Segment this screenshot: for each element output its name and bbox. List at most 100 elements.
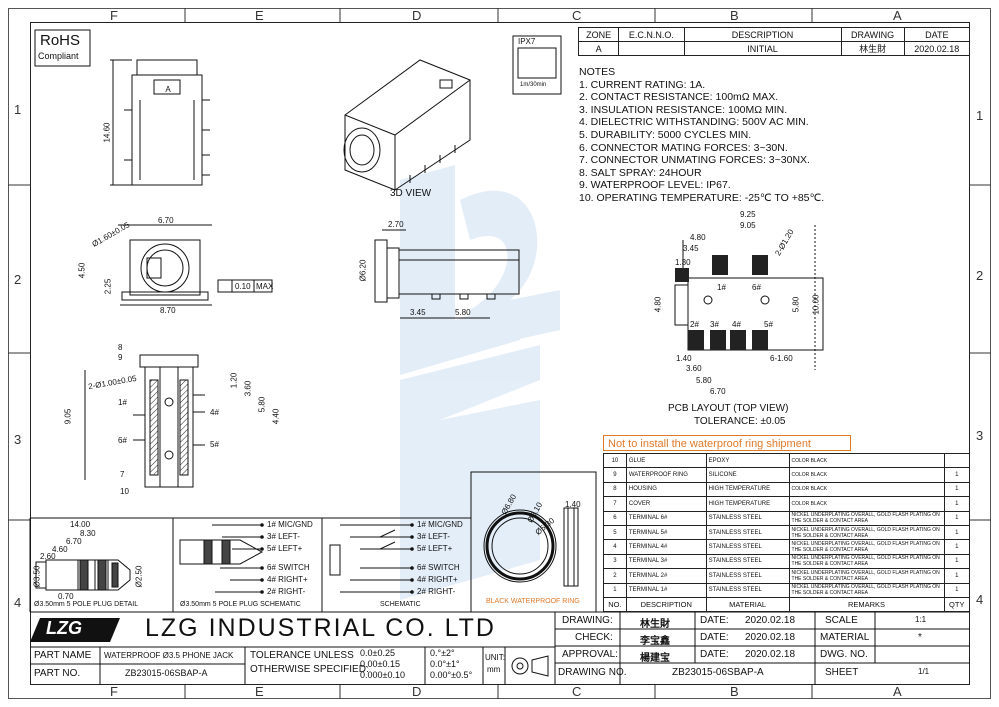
bom-desc: TERMINAL 1#	[625, 582, 707, 598]
3d-view	[343, 59, 471, 191]
check-label: CHECK:	[575, 632, 613, 643]
rev-h-drawing: DRAWING	[840, 27, 905, 42]
bom-qty: 1	[943, 568, 971, 584]
zone-left-2: 2	[14, 272, 22, 287]
dim-ring-1-40: 1.40	[565, 500, 581, 509]
dim-5-80: 5.80	[455, 308, 471, 317]
sch-2: 2# RIGHT-	[417, 587, 456, 596]
plug-sch-4: 4# RIGHT+	[267, 575, 308, 584]
dim-4-50: 4.50	[77, 262, 87, 279]
note-item: 3. INSULATION RESISTANCE: 100MΩ MIN.	[579, 103, 788, 116]
waterproof-warning: Not to install the waterproof ring shipm…	[603, 435, 851, 451]
tol-angle3: 0.00°±0.5°	[430, 670, 473, 680]
side-label-5: 5#	[210, 440, 219, 449]
side-label-8: 8	[118, 343, 123, 352]
bom-h-remarks: REMARKS	[788, 596, 945, 613]
label-waterproof-ring: BLACK WATERPROOF RING	[486, 598, 580, 605]
rev-ecn	[618, 41, 685, 56]
ipx-label: IPX7	[518, 37, 536, 46]
dim-5-80c: 5.80	[696, 376, 712, 385]
zone-top-d: D	[412, 8, 422, 23]
svg-text:A: A	[165, 85, 171, 94]
zone-top-e: E	[255, 8, 264, 23]
zone-top-a: A	[893, 8, 902, 23]
tolerance-line2: OTHERWISE SPECIFIED:	[250, 664, 369, 675]
bom-material: EPOXY	[705, 452, 790, 469]
zone-ticks	[8, 8, 991, 699]
note-item: 1. CURRENT RATING: 1A.	[579, 78, 706, 91]
dim-3-60b: 3.60	[243, 380, 253, 397]
bom-remarks: NICKEL UNDERPLATING OVERALL, GOLD FLASH …	[788, 524, 945, 541]
dim-flatness: 0.10	[235, 282, 251, 291]
note-item: 6. CONNECTOR MATING FORCES: 3~30N.	[579, 141, 788, 154]
pcb-pin-1: 1#	[717, 283, 726, 292]
drawing-frame	[30, 22, 970, 685]
bom-material: HIGH TEMPERATURE	[705, 481, 790, 498]
bom-desc: TERMINAL 6#	[625, 510, 707, 526]
bom-material: STAINLESS STEEL	[705, 553, 790, 570]
sch-3: 3# LEFT-	[417, 532, 450, 541]
side-label-6: 6#	[118, 436, 127, 445]
note-item: 7. CONNECTOR UNMATING FORCES: 3~30NX.	[579, 154, 810, 167]
note-item: 10. OPERATING TEMPERATURE: -25℃ TO +85℃.	[579, 191, 825, 204]
check-by: 李宝鑫	[640, 636, 670, 647]
bom-remarks: COLOR BLACK	[788, 452, 945, 469]
bom-desc: COVER	[625, 496, 707, 512]
dim-plug-0-70: 0.70	[58, 592, 74, 601]
zone-right-3: 3	[976, 428, 984, 443]
dim-plug-2-60: 2.60	[40, 552, 56, 561]
side-view-center	[374, 229, 520, 319]
pcb-pin-3: 3#	[710, 320, 719, 329]
pcb-pin-2: 2#	[690, 320, 699, 329]
bom-qty: 1	[943, 539, 971, 555]
bom-no: 10	[603, 452, 627, 469]
sch-5: 5# LEFT+	[417, 544, 453, 553]
bom-no: 1	[603, 582, 627, 598]
bom-qty: 1	[943, 582, 971, 598]
front-view-mid	[118, 224, 273, 306]
sheet: 1/1	[918, 667, 930, 676]
dim-6-1-60: 6-1.60	[770, 354, 793, 363]
projection-symbol	[511, 655, 549, 677]
date-label-2: DATE:	[700, 632, 729, 643]
label-3d-view: 3D VIEW	[390, 188, 432, 199]
zone-bottom-c: C	[572, 684, 582, 699]
dim-10-00: 10.00	[811, 294, 821, 315]
unit: mm	[487, 665, 501, 674]
zone-right-2: 2	[976, 268, 984, 283]
pcb-pin-4: 4#	[732, 320, 741, 329]
drawing-no-label: DRAWING NO.	[558, 667, 627, 678]
company-logo: LZG	[46, 618, 82, 638]
bom-h-no: NO.	[603, 596, 627, 613]
bom-no: 2	[603, 568, 627, 584]
bom-remarks: NICKEL UNDERPLATING OVERALL, GOLD FLASH …	[788, 510, 945, 526]
side-label-7: 7	[120, 470, 125, 479]
rev-h-zone: ZONE	[577, 27, 620, 42]
bom-no: 6	[603, 510, 627, 526]
ipx-box	[512, 35, 562, 95]
bom-qty: 1	[943, 553, 971, 570]
bom-no: 7	[603, 496, 627, 512]
rohs-title: RoHS	[40, 32, 81, 49]
bom-desc: GLUE	[625, 452, 707, 469]
dim-3-45b: 3.45	[683, 244, 699, 253]
dim-6-70b: 6.70	[710, 387, 726, 396]
bom-material: STAINLESS STEEL	[705, 524, 790, 541]
plug-sch-6: 6# SWITCH	[267, 563, 310, 572]
dim-plug-3-50: Ø3.50	[32, 565, 42, 588]
bom-remarks: NICKEL UNDERPLATING OVERALL, GOLD FLASH …	[788, 582, 945, 598]
dim-2-70: 2.70	[388, 220, 404, 229]
rev-zone: A	[577, 41, 620, 56]
bom-qty: 1	[943, 496, 971, 512]
note-item: 8. SALT SPRAY: 24HOUR	[579, 166, 702, 179]
tolerance-line1: TOLERANCE UNLESS	[250, 650, 354, 661]
date-label-1: DATE:	[700, 615, 729, 626]
dim-plug-14-00: 14.00	[70, 520, 91, 529]
bom-desc: WATERPROOF RING	[625, 467, 707, 483]
side-view-bottom	[84, 354, 205, 488]
bom-desc: TERMINAL 4#	[625, 539, 707, 555]
